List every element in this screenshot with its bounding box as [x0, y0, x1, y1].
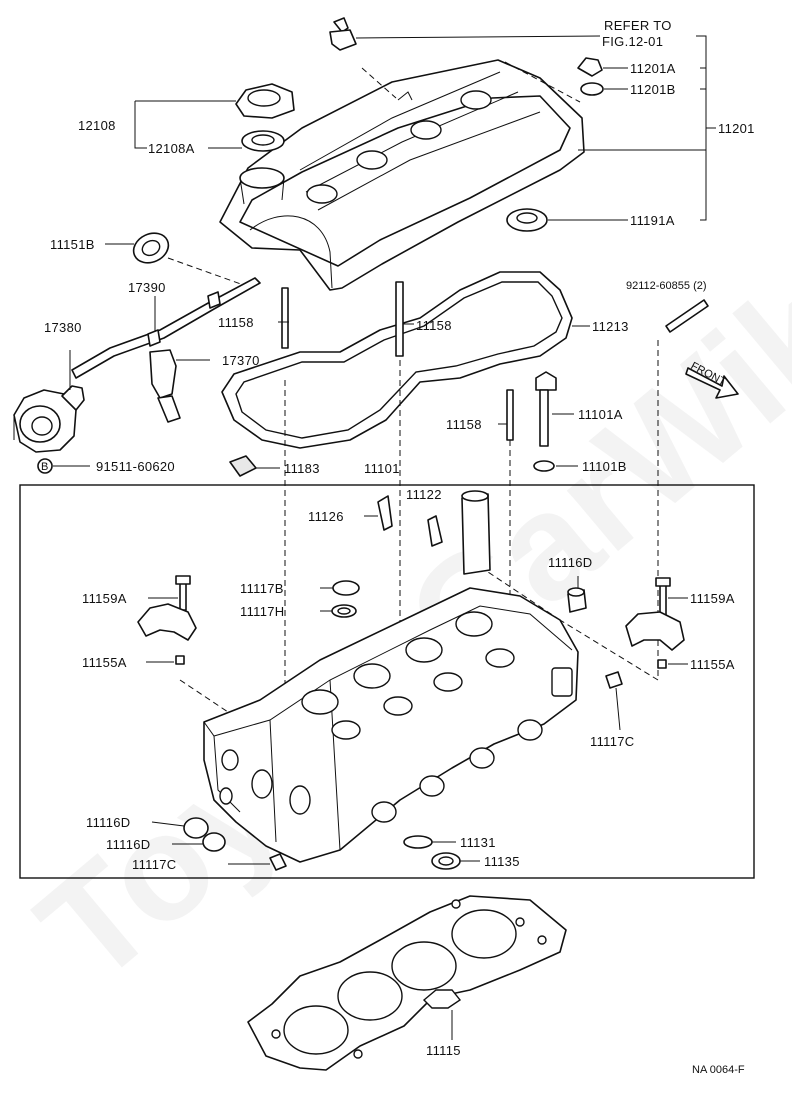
cover-nut-and-washer	[504, 57, 628, 103]
sensor-17370	[149, 349, 210, 423]
bolt-11101A	[533, 371, 578, 472]
plug-11183	[229, 455, 280, 477]
label-12108A: 12108A	[148, 141, 195, 156]
label-12108: 12108	[78, 118, 116, 133]
label-11201: 11201	[718, 121, 755, 136]
front-arrow-icon	[685, 367, 739, 399]
stud-11158-mid	[395, 281, 414, 357]
label-92112: 92112-60855 (2)	[626, 280, 707, 292]
bolt-mark-B: B	[41, 461, 48, 473]
label-11126: 11126	[308, 509, 344, 524]
guide-11126	[364, 495, 393, 531]
refer-line-1: REFER TO	[604, 18, 672, 33]
label-91511: 91511-60620	[96, 459, 175, 474]
stud-11158-right	[498, 389, 514, 441]
label-11101A: 11101A	[578, 407, 623, 422]
tube	[461, 490, 491, 575]
oil-filler-cap	[134, 83, 295, 152]
cylinder-head-cover	[219, 59, 585, 291]
label-17370: 17370	[222, 353, 260, 368]
plug-11116D-top	[567, 576, 587, 613]
plug-11116D-a	[151, 817, 209, 839]
label-11155A-right: 11155A	[690, 657, 735, 672]
label-11201B: 11201B	[630, 82, 676, 97]
plug-11117C-right	[605, 671, 623, 731]
label-11191A: 11191A	[630, 213, 675, 228]
label-11116D-top: 11116D	[548, 555, 592, 570]
label-11158-mid: 11158	[416, 318, 452, 333]
label-11213: 11213	[592, 319, 629, 334]
cover-gasket-11213	[221, 271, 590, 449]
label-11117C-right: 11117C	[590, 734, 634, 749]
label-11155A-left: 11155A	[82, 655, 127, 670]
seal-11151B	[105, 232, 253, 289]
bolt-91511	[37, 458, 90, 474]
label-11115: 11115	[426, 1043, 461, 1058]
top-sensor	[329, 17, 601, 99]
label-11131: 11131	[460, 835, 496, 850]
refer-line-2: FIG.12-01	[602, 34, 663, 49]
label-11116D-a: 11116D	[86, 815, 130, 830]
label-11122: 11122	[406, 487, 442, 502]
stud-11158-left	[278, 287, 289, 349]
label-17390: 17390	[128, 280, 166, 295]
bracket-11201	[578, 35, 716, 221]
label-11101: 11101	[364, 461, 400, 476]
plug-11117C-bottom	[228, 853, 287, 871]
label-11151B: 11151B	[50, 237, 95, 252]
seal-11131	[403, 835, 456, 849]
figure-code: NA 0064-F	[692, 1064, 745, 1076]
distributor-17380	[13, 350, 85, 453]
label-11159A-right: 11159A	[690, 591, 735, 606]
label-11135: 11135	[484, 854, 520, 869]
bearing-cap-right	[625, 577, 688, 669]
label-11117C-bottom: 11117C	[132, 857, 176, 872]
plug-11117B	[320, 580, 360, 596]
label-11158-right: 11158	[446, 417, 482, 432]
wiring-tube-17390	[71, 277, 261, 379]
seal-11117H	[320, 604, 357, 618]
cylinder-head-group-frame	[19, 484, 755, 879]
label-11159A-left: 11159A	[82, 591, 127, 606]
label-11117B: 11117B	[240, 581, 284, 596]
label-11183: 11183	[284, 461, 320, 476]
label-17380: 17380	[44, 320, 82, 335]
cylinder-head-11101	[203, 587, 579, 863]
grommet-11191A	[506, 208, 628, 232]
plug-11116D-b	[172, 832, 226, 852]
label-11201A: 11201A	[630, 61, 676, 76]
bearing-cap-left	[137, 575, 197, 665]
label-11116D-b: 11116D	[106, 837, 150, 852]
label-11158-left: 11158	[218, 315, 254, 330]
head-gasket-11115	[247, 895, 567, 1071]
label-11101B: 11101B	[582, 459, 627, 474]
label-11117H: 11117H	[240, 604, 284, 619]
guide-11122	[427, 515, 443, 547]
seal-11135	[431, 852, 480, 870]
